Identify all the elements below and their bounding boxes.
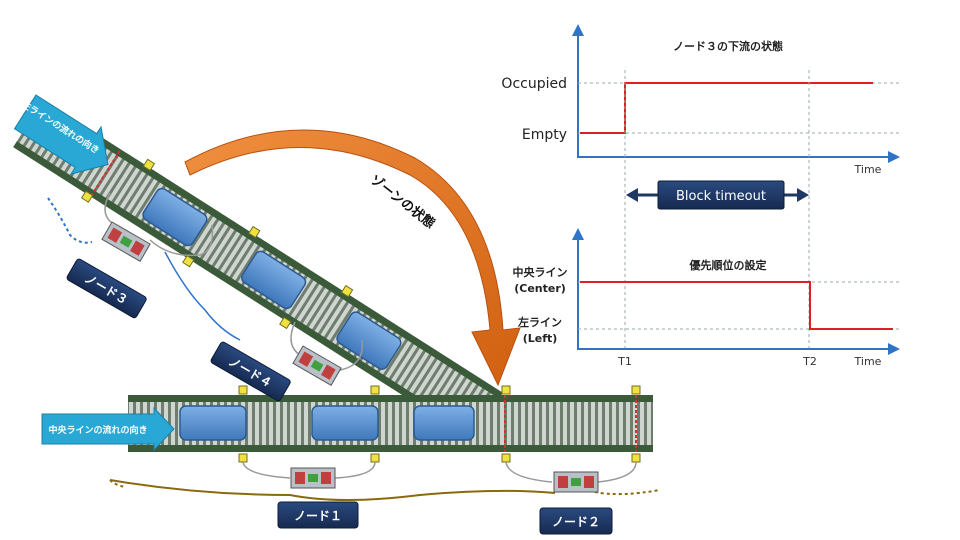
left-conveyor [13, 99, 503, 440]
network-cable [164, 251, 241, 341]
y-label-empty: Empty [522, 127, 567, 143]
x-axis-arrowhead [888, 151, 900, 163]
node1-label: ノード１ [294, 509, 342, 523]
block-timeout-arrow-left [626, 188, 638, 202]
zone-sensor-mark [90, 150, 121, 196]
sensor [370, 453, 380, 463]
sensor [238, 385, 248, 395]
controller-led [571, 478, 581, 486]
node-box [66, 258, 147, 319]
node2-box: ノード２ [539, 507, 613, 535]
block-timeout-label: Block timeout [676, 189, 766, 204]
controller-led [119, 235, 133, 248]
center-line-flow-arrow: 中央ラインの流れの向き [41, 406, 175, 452]
sensor [248, 225, 261, 239]
sensor-cable [339, 339, 364, 371]
y-axis-arrowhead [572, 24, 584, 36]
y-label-left-en: (Left) [523, 332, 558, 345]
x-label-time: Time [854, 163, 882, 176]
y-label-center-jp: 中央ライン [513, 265, 568, 279]
carton [311, 405, 379, 441]
flow-arrow-shape [41, 406, 175, 452]
sensor-cable [597, 461, 637, 483]
priority-signal [580, 281, 893, 330]
sensor [238, 453, 248, 463]
carton [413, 405, 475, 441]
sensor-cable [290, 321, 301, 356]
node1-box: ノード１ [277, 501, 359, 529]
priority-chart-title: 優先順位の設定 [689, 258, 767, 272]
network-cable-dotted [47, 197, 93, 244]
carton [142, 187, 208, 247]
downstream-state-chart: ノード３の下流の状態 Occupied Empty Time [501, 24, 900, 176]
controller-port [295, 472, 305, 484]
priority-setting-chart: 優先順位の設定 中央ライン (Center) 左ライン (Left) T1 T2… [513, 228, 900, 368]
left-conveyor-rail-top [39, 99, 503, 399]
block-timeout-box [657, 180, 785, 210]
x-label-time: Time [854, 355, 882, 368]
carton [241, 250, 307, 310]
sensor [142, 158, 156, 172]
block-timeout-span: Block timeout [626, 180, 809, 210]
controller-port [320, 364, 336, 380]
controller-module-node2 [553, 471, 599, 493]
network-cable-dotted [594, 489, 661, 496]
flow-arrow-shape [13, 94, 109, 175]
controller-led [310, 359, 324, 372]
sensor [631, 385, 641, 395]
node-box [539, 507, 613, 535]
downstream-chart-title: ノード３の下流の状態 [673, 39, 783, 53]
carton [336, 311, 402, 370]
node4-box: ノード４ [210, 341, 291, 402]
sensor [501, 385, 511, 395]
controller-port [129, 240, 145, 256]
node-box [210, 341, 291, 402]
x-axis-arrowhead [888, 343, 900, 355]
controller-port [107, 227, 123, 243]
sensor [80, 190, 94, 203]
y-label-center-en: (Center) [514, 282, 566, 295]
center-conveyor-rail-top [128, 395, 653, 402]
y-label-occupied: Occupied [501, 76, 567, 92]
sensor [182, 254, 195, 268]
center-conveyor-rail-bottom [128, 445, 653, 452]
sensor [501, 453, 511, 463]
left-conveyor-rail-bottom [13, 141, 477, 440]
network-cable [109, 479, 556, 501]
sensor [370, 385, 380, 395]
block-timeout-arrow-right [797, 188, 809, 202]
sensor [631, 453, 641, 463]
sensor-cable [149, 224, 214, 257]
controller-module-node3 [101, 221, 151, 263]
sensor-cable [334, 461, 376, 479]
network-cable-dotted [109, 479, 126, 488]
node-box [277, 501, 359, 529]
zone-state-curve [184, 129, 521, 387]
center-conveyor [128, 385, 653, 463]
occupancy-signal [580, 82, 873, 134]
sensor-cable [505, 461, 553, 483]
node2-label: ノード２ [552, 515, 600, 529]
y-label-left-jp: 左ライン [517, 315, 562, 329]
controller-port [558, 476, 568, 488]
y-axis-arrowhead [572, 228, 584, 240]
controller-led [308, 474, 318, 482]
sensor [279, 316, 292, 330]
wiring [47, 192, 661, 501]
controller-module-node4 [292, 345, 342, 387]
controller-port [584, 476, 594, 488]
center-line-flow-label: 中央ラインの流れの向き [48, 424, 147, 436]
controller-port [298, 351, 314, 367]
t2-label: T2 [802, 355, 817, 368]
sensor [340, 284, 354, 298]
node3-box: ノード３ [66, 258, 147, 319]
carton [179, 405, 247, 441]
sensor-cable [242, 461, 291, 479]
t1-label: T1 [617, 355, 632, 368]
controller-module-node1 [290, 467, 336, 489]
controller-port [321, 472, 331, 484]
